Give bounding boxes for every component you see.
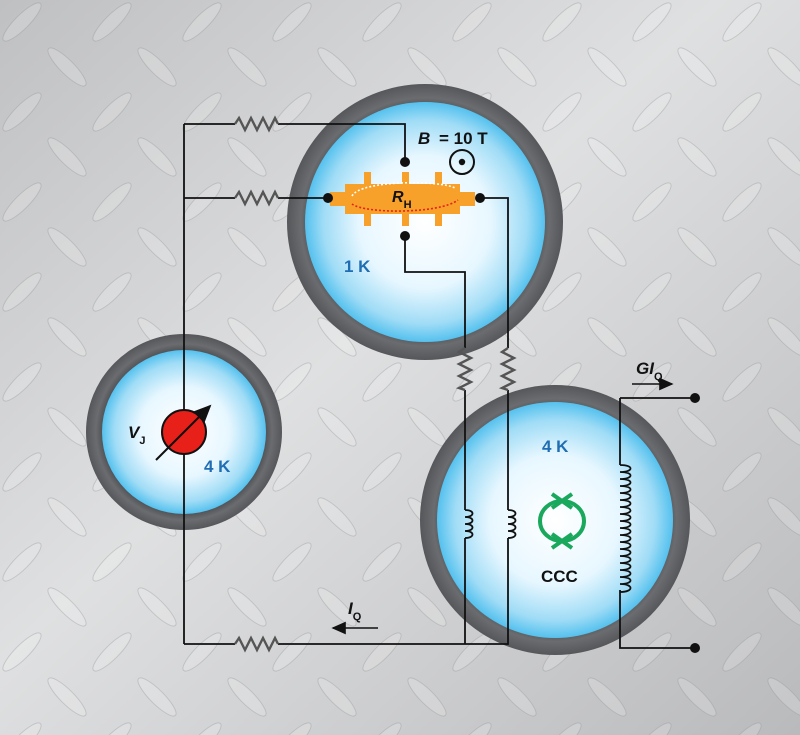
resistor-top: [234, 115, 280, 133]
circuit-wires: [183, 123, 695, 649]
resistor-vertical-right: [498, 347, 517, 392]
giq-label: GIQ: [636, 359, 663, 383]
hall-bar: [330, 172, 475, 226]
josephson-voltage-label: VJ: [128, 423, 145, 447]
iq-label: IQ: [348, 599, 362, 623]
squid-icon: [538, 492, 586, 550]
magnetic-field-out-of-page-icon: [449, 149, 475, 175]
resistor-mid: [234, 189, 280, 207]
josephson-source-icon: [155, 404, 212, 461]
coil-icon: [464, 509, 517, 539]
hall-resistor-label: RH: [392, 189, 412, 211]
temp-right-label: 4 K: [542, 437, 569, 456]
resistor-vertical-left: [455, 347, 474, 392]
temp-left-label: 4 K: [204, 457, 231, 476]
temp-main-label: 1 K: [344, 257, 371, 276]
ccc-label: CCC: [541, 567, 578, 586]
output-coil-icon: [619, 464, 632, 593]
cryostat-right: [420, 385, 690, 655]
cryostat-main: [287, 84, 563, 360]
contact-dots: [323, 157, 700, 653]
field-label: B = 10 T: [418, 129, 488, 148]
resistor-bottom: [234, 635, 280, 653]
